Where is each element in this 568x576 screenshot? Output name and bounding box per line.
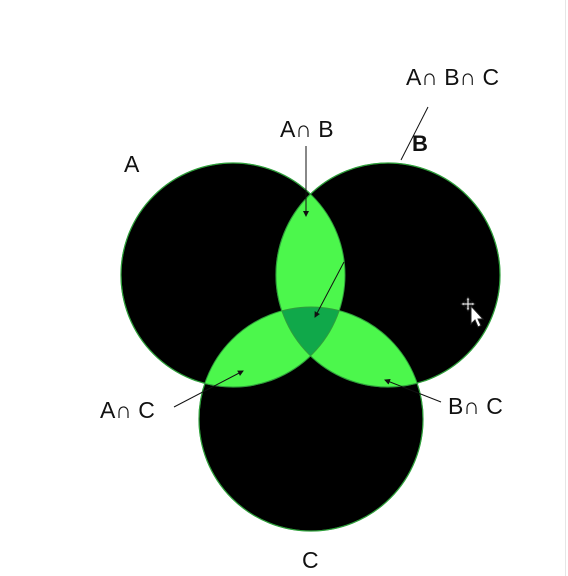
region-a-and-c[interactable]	[199, 307, 423, 531]
label-b: B	[412, 131, 428, 156]
outline-b	[275, 162, 501, 388]
move-cursor-icon	[460, 296, 484, 328]
label-b-and-c: B∩ C	[448, 393, 503, 419]
pointer-a-and-b-and-c-inner	[314, 261, 345, 318]
outline-a	[120, 162, 346, 388]
label-a: A	[124, 151, 140, 177]
label-c: C	[302, 547, 319, 573]
outline-c	[198, 306, 424, 532]
pointer-b-and-c	[384, 379, 442, 403]
label-a-and-c: A∩ C	[100, 397, 155, 423]
label-a-and-b-and-c: A∩ B∩ C	[406, 64, 500, 90]
pointer-a-and-c	[173, 370, 244, 408]
region-b-and-c[interactable]	[199, 307, 423, 531]
label-a-and-b: A∩ B	[280, 116, 334, 142]
pointer-a-and-b-and-c	[400, 106, 429, 161]
window-edge	[565, 0, 566, 576]
